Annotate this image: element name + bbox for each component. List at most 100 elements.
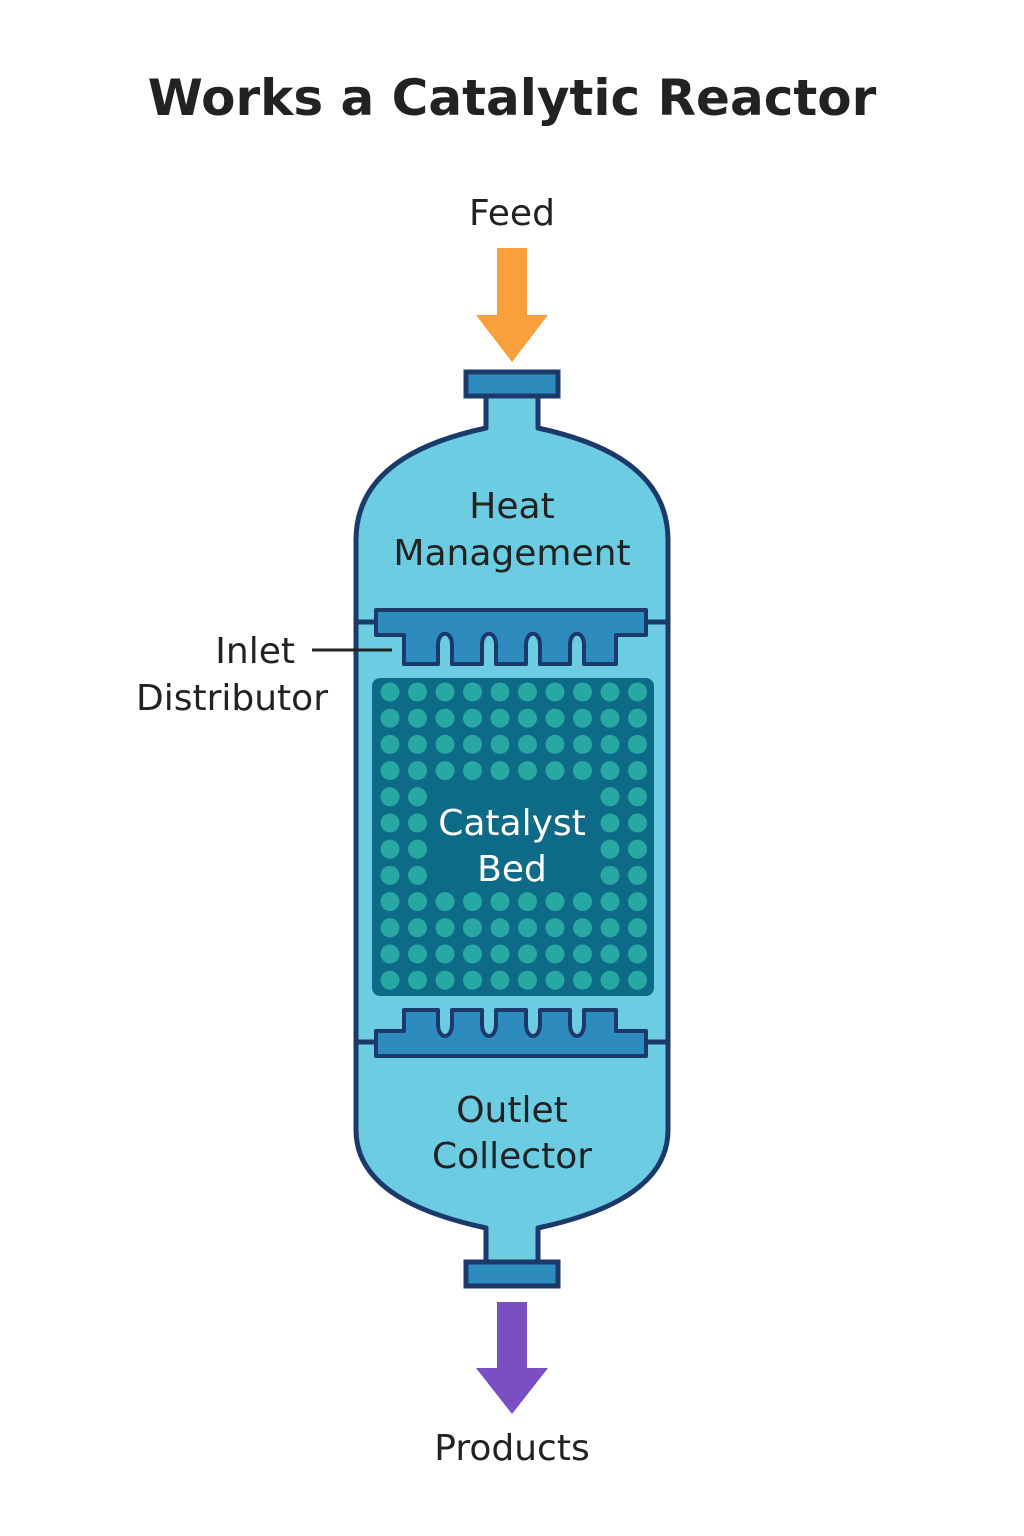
catalyst-pellet [628, 865, 647, 885]
outlet-nozzle-flange [463, 1259, 561, 1289]
catalyst-pellet [435, 944, 455, 964]
catalyst-pellet [380, 892, 400, 912]
catalyst-pellet [573, 734, 592, 754]
catalyst-pellet [435, 970, 455, 990]
catalyst-pellet [408, 813, 427, 833]
catalyst-pellet [380, 708, 400, 728]
catalyst-pellet [408, 734, 427, 754]
catalyst-pellet [628, 970, 647, 990]
diagram-title: Works a Catalytic Reactor [148, 69, 877, 127]
catalyst-pellet [463, 708, 482, 728]
catalyst-pellet [380, 787, 400, 807]
catalyst-pellet [628, 734, 647, 754]
catalyst-pellet [573, 944, 592, 964]
catalyst-pellet [600, 761, 620, 781]
catalyst-pellet [573, 918, 592, 938]
catalyst-pellet [435, 918, 455, 938]
catalyst-pellet [518, 970, 537, 990]
catalyst-pellet [380, 839, 400, 859]
catalyst-pellet [600, 682, 620, 702]
catalyst-pellet [518, 944, 537, 964]
heat-management-label-line2: Management [393, 533, 630, 574]
catalyst-pellet [518, 892, 537, 912]
catalyst-pellet [435, 761, 455, 781]
catalyst-pellet [600, 970, 620, 990]
catalyst-pellet [545, 970, 565, 990]
products-label: Products [434, 1428, 589, 1469]
catalyst-pellet [545, 892, 565, 912]
catalyst-pellet [463, 734, 482, 754]
catalyst-bed-label-line1: Catalyst [438, 803, 586, 844]
catalyst-pellet [490, 918, 510, 938]
catalyst-pellet [600, 918, 620, 938]
outlet-collector-plate [374, 1008, 648, 1058]
products-arrow-icon [476, 1302, 548, 1414]
catalyst-pellet [490, 734, 510, 754]
catalyst-pellet [490, 708, 510, 728]
catalyst-pellet [628, 918, 647, 938]
catalyst-pellet [545, 734, 565, 754]
inlet-distributor-label-line1: Inlet [215, 631, 295, 672]
catalyst-pellet [573, 761, 592, 781]
catalyst-bed [372, 678, 654, 996]
catalyst-pellet [408, 761, 427, 781]
catalyst-pellet [628, 787, 647, 807]
catalyst-pellet [545, 682, 565, 702]
catalyst-pellet [600, 944, 620, 964]
catalyst-pellet [408, 787, 427, 807]
outlet-collector-label-line1: Outlet [456, 1090, 568, 1131]
catalyst-pellet [600, 865, 620, 885]
catalyst-pellet [573, 892, 592, 912]
catalyst-pellet [463, 682, 482, 702]
catalyst-pellet [380, 813, 400, 833]
catalyst-pellet [408, 839, 427, 859]
catalyst-pellet [435, 734, 455, 754]
catalyst-pellet [490, 761, 510, 781]
catalyst-pellet [408, 892, 427, 912]
catalyst-pellet [490, 944, 510, 964]
catalyst-pellet [380, 865, 400, 885]
catalyst-pellet [490, 970, 510, 990]
catalyst-pellet [463, 892, 482, 912]
catalyst-pellet [408, 918, 427, 938]
catalyst-pellet [573, 708, 592, 728]
catalyst-pellet [600, 708, 620, 728]
catalyst-pellet [518, 734, 537, 754]
catalyst-pellet [573, 970, 592, 990]
catalyst-pellet [490, 892, 510, 912]
catalyst-pellet [628, 944, 647, 964]
catalyst-pellet [600, 892, 620, 912]
catalyst-pellet [380, 682, 400, 702]
catalyst-pellet [600, 787, 620, 807]
catalyst-pellet [628, 892, 647, 912]
catalyst-pellet [518, 708, 537, 728]
catalyst-pellet [435, 682, 455, 702]
catalyst-pellet [545, 944, 565, 964]
inlet-nozzle-flange [463, 369, 561, 399]
catalyst-pellet [628, 708, 647, 728]
inlet-distributor-plate [374, 608, 648, 666]
catalyst-pellet [518, 682, 537, 702]
outlet-collector-label-line2: Collector [432, 1136, 592, 1177]
catalyst-pellet [600, 813, 620, 833]
catalyst-pellet [463, 761, 482, 781]
catalyst-pellet [435, 892, 455, 912]
catalyst-pellet [545, 918, 565, 938]
catalyst-pellet [545, 761, 565, 781]
catalyst-pellet [408, 944, 427, 964]
feed-label: Feed [469, 193, 555, 234]
catalyst-pellet [600, 734, 620, 754]
catalyst-pellet [408, 682, 427, 702]
catalyst-pellet [518, 918, 537, 938]
catalyst-pellet [463, 918, 482, 938]
catalyst-pellet [463, 944, 482, 964]
catalyst-pellet [380, 918, 400, 938]
catalyst-pellet [628, 813, 647, 833]
catalyst-pellet [628, 682, 647, 702]
heat-management-label-line1: Heat [469, 486, 554, 527]
catalyst-pellets [380, 682, 647, 990]
catalyst-pellet [380, 970, 400, 990]
catalyst-pellet [408, 970, 427, 990]
catalyst-pellet [435, 708, 455, 728]
